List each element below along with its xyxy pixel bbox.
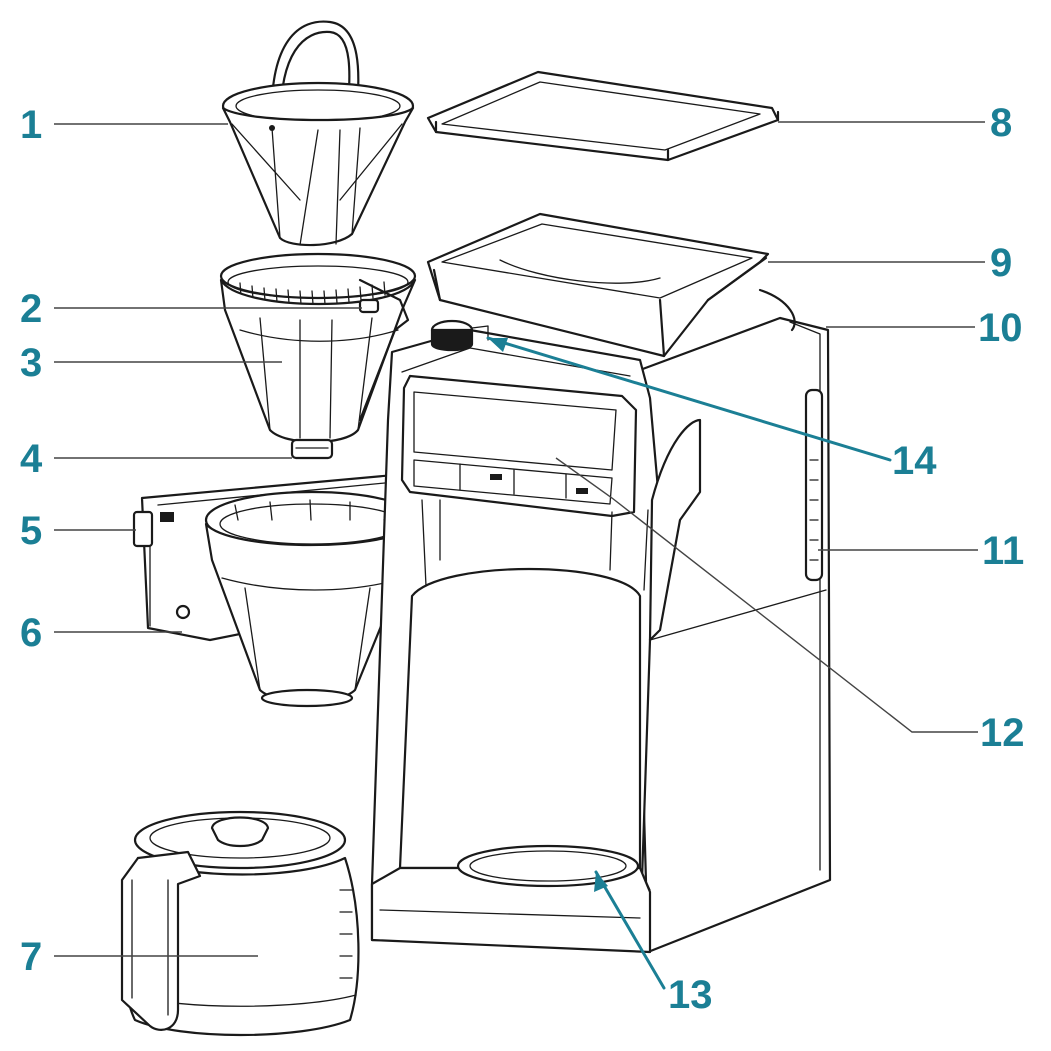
water-tank-lid xyxy=(426,70,780,162)
leader-13 xyxy=(594,870,666,990)
leader-12 xyxy=(555,457,978,733)
callout-7: 7 xyxy=(20,935,42,979)
filter-basket xyxy=(219,252,417,460)
arrowhead-13 xyxy=(594,872,608,892)
callout-6: 6 xyxy=(20,611,42,655)
glass-carafe xyxy=(120,810,360,1037)
callout-1: 1 xyxy=(20,103,42,147)
callout-9: 9 xyxy=(990,241,1012,285)
callout-14: 14 xyxy=(892,439,937,483)
callout-5: 5 xyxy=(20,509,42,553)
callout-3: 3 xyxy=(20,341,42,385)
callout-4: 4 xyxy=(20,437,43,481)
coffee-maker-body xyxy=(370,288,832,954)
water-reservoir xyxy=(426,212,770,358)
callout-11: 11 xyxy=(982,529,1024,573)
leader-lines xyxy=(54,121,985,990)
callout-12: 12 xyxy=(980,711,1025,755)
callout-13: 13 xyxy=(668,973,713,1017)
callout-8: 8 xyxy=(990,101,1012,145)
permanent-filter xyxy=(221,20,415,247)
callout-labels: 1 2 3 4 5 6 7 8 9 10 11 12 13 14 xyxy=(20,101,1025,1017)
leader-14 xyxy=(486,336,892,462)
arrowhead-14 xyxy=(488,338,508,352)
filter-holder xyxy=(132,472,422,708)
callout-2: 2 xyxy=(20,287,42,331)
callout-10: 10 xyxy=(978,306,1023,350)
